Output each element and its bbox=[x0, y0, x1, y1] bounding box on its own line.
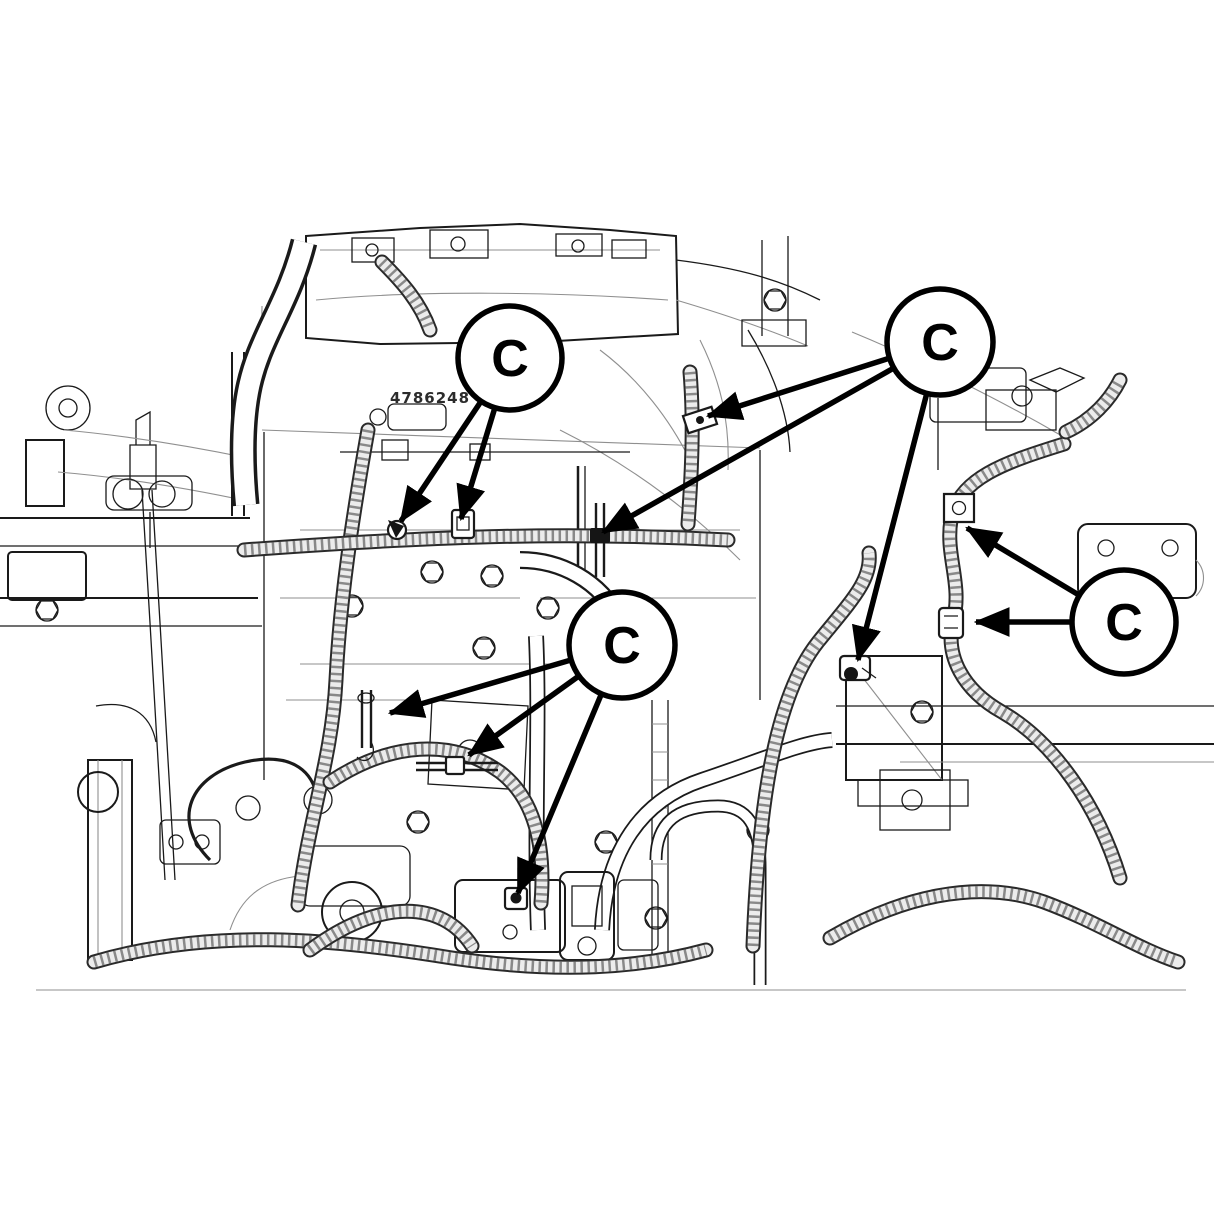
callout-arrow bbox=[387, 657, 570, 718]
callout-arrow bbox=[601, 366, 894, 535]
engine-line-art: 4786248 bbox=[0, 222, 1214, 991]
cable-tie-1 bbox=[590, 503, 610, 577]
callout-label: C bbox=[1105, 594, 1143, 652]
callout-arrow bbox=[456, 408, 497, 522]
callout-arrow bbox=[965, 525, 1080, 597]
hose-clamp-2 bbox=[942, 492, 976, 524]
cable-tie-2 bbox=[356, 690, 375, 762]
part-number-label: 4786248 bbox=[390, 389, 470, 407]
callout-3: C bbox=[566, 589, 678, 701]
callout-arrow bbox=[398, 401, 483, 523]
cable-tie-3 bbox=[416, 755, 498, 776]
callout-label: C bbox=[603, 617, 641, 675]
callout-circle bbox=[566, 589, 678, 701]
callout-arrow bbox=[705, 356, 889, 420]
callout-1: C bbox=[455, 303, 565, 413]
callout-2: C bbox=[884, 286, 996, 398]
p-clamp-1 bbox=[386, 519, 408, 541]
callout-arrow bbox=[852, 394, 929, 663]
callout-arrow bbox=[515, 694, 604, 896]
callout-label: C bbox=[491, 330, 529, 388]
injector-bodies bbox=[454, 871, 659, 961]
callout-label: C bbox=[921, 314, 959, 372]
callout-circle bbox=[1069, 567, 1179, 677]
callout-arrow bbox=[467, 674, 579, 758]
callout-circle bbox=[455, 303, 565, 413]
frame-right bbox=[836, 523, 1214, 831]
callouts-layer: C C C C bbox=[387, 286, 1179, 896]
hose-clamp-3 bbox=[937, 606, 965, 640]
callout-circle bbox=[884, 286, 996, 398]
callout-4: C bbox=[1069, 567, 1179, 677]
